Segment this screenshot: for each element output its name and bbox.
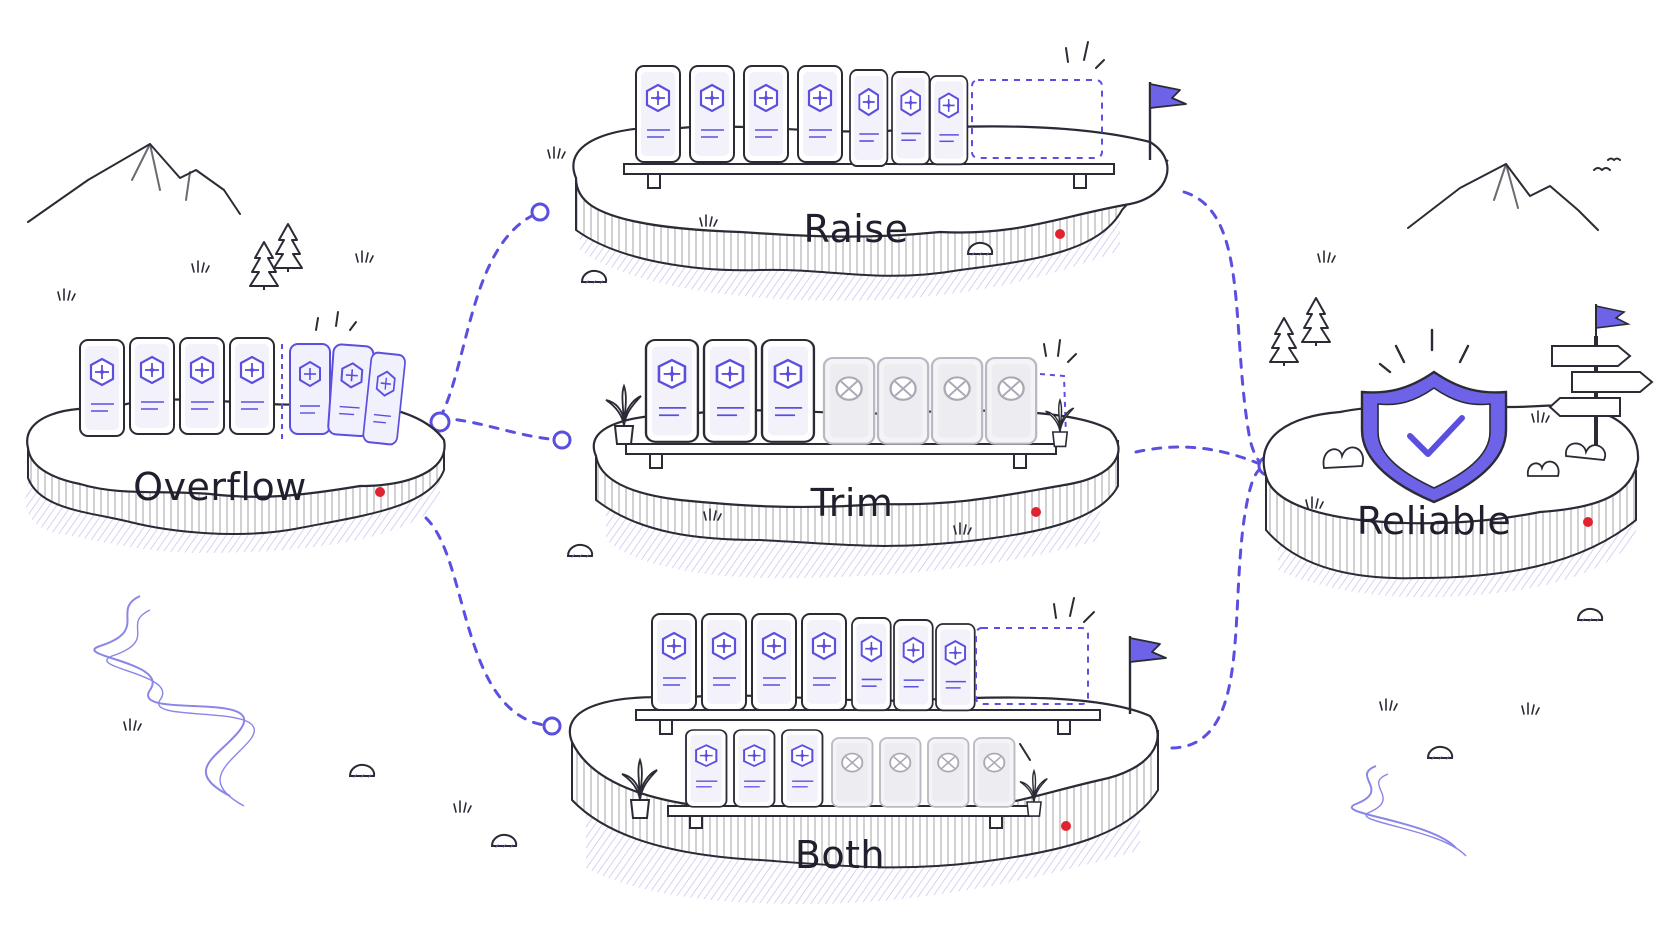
pine-tree-icon (1301, 297, 1331, 347)
connector-node (542, 716, 562, 736)
island-overflow: Overflow (25, 311, 446, 553)
rock-icon (490, 832, 519, 848)
pine-tree-icon (273, 223, 303, 273)
rock-icon (1576, 606, 1605, 622)
pine-tree-icon (1269, 317, 1299, 367)
mountain-icon (27, 143, 241, 223)
card-row-trim (644, 338, 1077, 445)
rock-icon (348, 762, 377, 778)
pine-tree-icon (249, 241, 279, 291)
connector-node (429, 411, 451, 433)
mountain-icon (1407, 157, 1621, 231)
stage-label-raise: Raise (803, 207, 908, 251)
island-reliable: Reliable (1262, 304, 1654, 598)
rock-icon (566, 542, 595, 558)
island-raise: Raise (572, 41, 1188, 301)
rock-icon (1426, 744, 1455, 760)
island-trim: Trim (592, 338, 1120, 579)
marker-dot (1055, 229, 1065, 239)
flag-icon (1128, 634, 1168, 716)
rock-icon (580, 268, 609, 284)
signpost-icon (1548, 304, 1654, 448)
marker-dot (1061, 821, 1071, 831)
marker-dot (1583, 517, 1593, 527)
card-row-both-top (650, 597, 1095, 712)
connector-node (530, 202, 550, 222)
marker-dot (375, 487, 385, 497)
island-both: Both (568, 597, 1168, 904)
marker-dot (1031, 507, 1041, 517)
card-row-raise (634, 41, 1105, 168)
shield-check-icon (1360, 328, 1508, 504)
background-scenery (27, 143, 1621, 857)
card-row-overflow (78, 311, 407, 447)
stage-label-both: Both (795, 833, 885, 877)
stage-label-trim: Trim (810, 481, 894, 525)
connector-node (552, 430, 572, 450)
stage-label-reliable: Reliable (1357, 499, 1512, 543)
card-row-both-bottom (684, 728, 1031, 808)
stage-label-overflow: Overflow (133, 465, 307, 509)
